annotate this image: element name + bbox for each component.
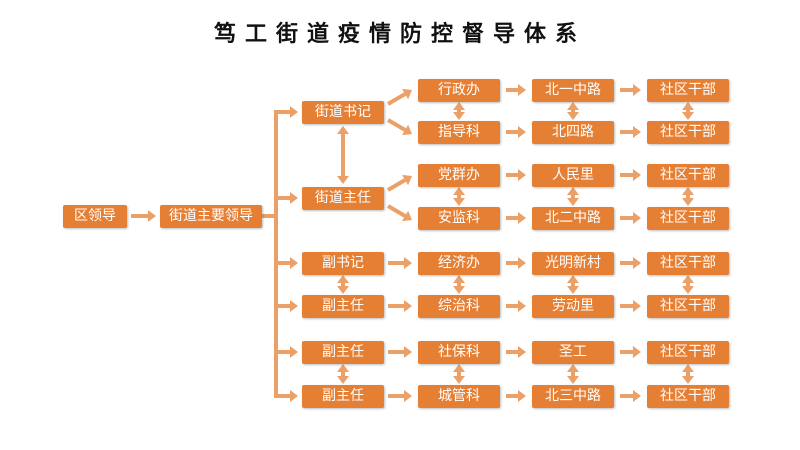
arrow-head <box>453 112 465 120</box>
arrow-head <box>290 390 298 402</box>
arrow-line <box>386 92 407 106</box>
department-node: 城管科 <box>418 385 500 408</box>
arrow-head <box>633 84 641 96</box>
arrow-head <box>633 169 641 181</box>
arrow-head <box>404 390 412 402</box>
arrow-head <box>633 212 641 224</box>
arrow-head <box>518 126 526 138</box>
arrow-head <box>453 102 465 110</box>
arrow-head <box>567 364 579 372</box>
arrow-head <box>402 88 412 100</box>
arrow-head <box>567 187 579 195</box>
arrow-head <box>567 286 579 294</box>
arrow-head <box>633 126 641 138</box>
arrow-head <box>337 286 349 294</box>
community-node: 北四路 <box>532 121 614 144</box>
arrow-head <box>567 198 579 206</box>
arrow-head <box>518 346 526 358</box>
cadre-node: 社区干部 <box>647 79 729 102</box>
arrow-head <box>290 300 298 312</box>
arrow-head <box>453 286 465 294</box>
cadre-node: 社区干部 <box>647 385 729 408</box>
page-title: 笃工街道疫情防控督导体系 <box>213 22 586 47</box>
arrow-head <box>567 112 579 120</box>
arrow-head <box>453 376 465 384</box>
arrow-head <box>633 300 641 312</box>
community-node: 北一中路 <box>532 79 614 102</box>
arrow-head <box>402 174 412 186</box>
arrow-head <box>404 257 412 269</box>
arrow-head <box>290 257 298 269</box>
arrow-head <box>682 376 694 384</box>
community-node: 人民里 <box>532 164 614 187</box>
arrow-head <box>682 275 694 283</box>
department-node: 行政办 <box>418 79 500 102</box>
arrow-line <box>386 204 407 218</box>
arrow-head <box>402 210 412 222</box>
arrow-head <box>518 257 526 269</box>
arrow-head <box>337 126 349 134</box>
arrow-head <box>518 169 526 181</box>
arrow-head <box>682 286 694 294</box>
community-node: 圣工 <box>532 341 614 364</box>
arrow-head <box>453 187 465 195</box>
arrow-head <box>404 300 412 312</box>
arrow-head <box>148 210 156 222</box>
arrow-head <box>404 346 412 358</box>
arrow-line <box>386 118 407 132</box>
department-node: 社保科 <box>418 341 500 364</box>
cadre-node: 社区干部 <box>647 207 729 230</box>
department-node: 党群办 <box>418 164 500 187</box>
arrow-head <box>682 187 694 195</box>
cadre-node: 社区干部 <box>647 121 729 144</box>
cadre-node: 社区干部 <box>647 341 729 364</box>
arrow-line <box>386 178 407 192</box>
arrow-head <box>567 275 579 283</box>
arrow-head <box>290 346 298 358</box>
arrow-head <box>682 112 694 120</box>
leader-node: 副主任 <box>302 341 384 364</box>
leader-node: 副主任 <box>302 385 384 408</box>
arrow-head <box>518 84 526 96</box>
arrow-head <box>633 257 641 269</box>
arrow-head <box>518 300 526 312</box>
department-node: 安监科 <box>418 207 500 230</box>
arrow-head <box>567 102 579 110</box>
arrow-head <box>633 346 641 358</box>
arrow-head <box>453 364 465 372</box>
leader-node: 街道主任 <box>302 187 384 210</box>
leader-node: 街道书记 <box>302 101 384 124</box>
arrow-head <box>518 212 526 224</box>
arrow-head <box>337 376 349 384</box>
arrow-head <box>337 364 349 372</box>
community-node: 光明新村 <box>532 252 614 275</box>
cadre-node: 社区干部 <box>647 252 729 275</box>
arrow-head <box>682 364 694 372</box>
arrow-head <box>518 390 526 402</box>
root-node: 区领导 <box>63 205 127 228</box>
department-node: 综治科 <box>418 295 500 318</box>
department-node: 指导科 <box>418 121 500 144</box>
arrow-head <box>337 176 349 184</box>
main-leader-node: 街道主要领导 <box>160 205 262 228</box>
community-node: 北二中路 <box>532 207 614 230</box>
arrow-head <box>682 102 694 110</box>
arrow-head <box>337 275 349 283</box>
arrow-head <box>633 390 641 402</box>
cadre-node: 社区干部 <box>647 164 729 187</box>
arrow-head <box>682 198 694 206</box>
arrow-head <box>290 106 298 118</box>
community-node: 劳动里 <box>532 295 614 318</box>
arrow-head <box>402 124 412 136</box>
cadre-node: 社区干部 <box>647 295 729 318</box>
arrow-head <box>453 198 465 206</box>
arrow-head <box>567 376 579 384</box>
leader-node: 副主任 <box>302 295 384 318</box>
arrow-head <box>290 192 298 204</box>
community-node: 北三中路 <box>532 385 614 408</box>
leader-node: 副书记 <box>302 252 384 275</box>
arrow-head <box>453 275 465 283</box>
department-node: 经济办 <box>418 252 500 275</box>
